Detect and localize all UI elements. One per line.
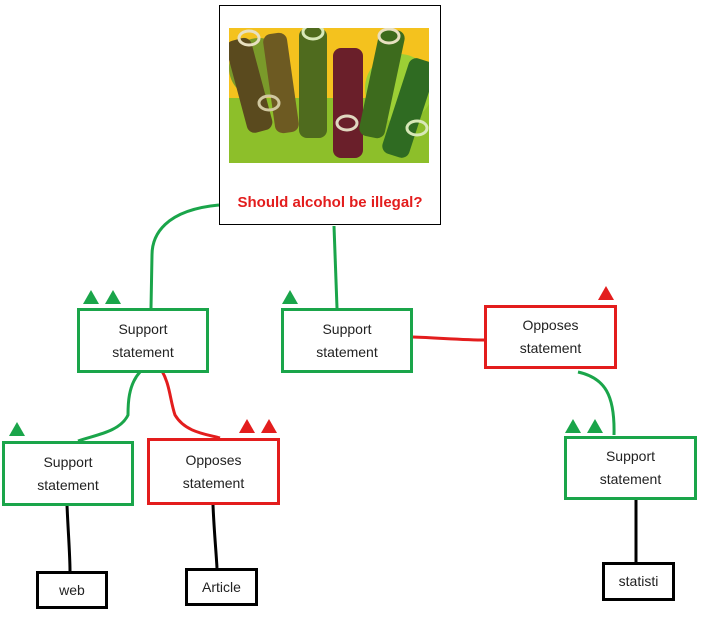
support-triangle-icon (83, 290, 99, 304)
oppose-triangle-icon (598, 286, 614, 300)
source-statistics-box[interactable]: statisti (602, 562, 675, 601)
node-label: Support statement (316, 320, 378, 360)
connector-e-to-article (211, 504, 219, 569)
support-triangle-icon (282, 290, 298, 304)
support-statement-node[interactable]: Support statement (2, 441, 134, 506)
connector-root-to-a (149, 203, 220, 309)
source-label: web (59, 581, 85, 598)
support-triangle-icon (9, 422, 25, 436)
oppose-triangle-icon (239, 419, 255, 433)
connector-a-to-e (160, 370, 221, 440)
node-label: Opposes statement (182, 451, 245, 491)
source-label: Article (202, 578, 241, 595)
connector-c-to-f (577, 370, 616, 436)
connector-b-to-c (412, 335, 486, 342)
support-triangle-icon (105, 290, 121, 304)
source-web-box[interactable]: web (36, 571, 108, 609)
opposes-statement-node[interactable]: Opposes statement (484, 305, 617, 369)
connector-a-to-d (77, 370, 142, 443)
question-card: Should alcohol be illegal? (219, 5, 441, 225)
node-label: Opposes statement (519, 317, 582, 356)
question-text: Should alcohol be illegal? (237, 194, 423, 211)
support-statement-node[interactable]: Support statement (564, 436, 697, 500)
support-statement-node[interactable]: Support statement (77, 308, 209, 373)
node-label: Support statement (37, 453, 99, 493)
source-article-box[interactable]: Article (185, 568, 258, 606)
opposes-statement-node[interactable]: Opposes statement (147, 438, 280, 505)
oppose-triangle-icon (261, 419, 277, 433)
source-label: statisti (618, 573, 659, 589)
connector-d-to-web (65, 504, 72, 572)
support-triangle-icon (565, 419, 581, 433)
alcohol-bottles-image (229, 28, 429, 163)
support-statement-node[interactable]: Support statement (281, 308, 413, 373)
connector-root-to-b (332, 225, 339, 309)
node-label: Support statement (599, 448, 662, 487)
node-label: Support statement (112, 320, 174, 360)
support-triangle-icon (587, 419, 603, 433)
